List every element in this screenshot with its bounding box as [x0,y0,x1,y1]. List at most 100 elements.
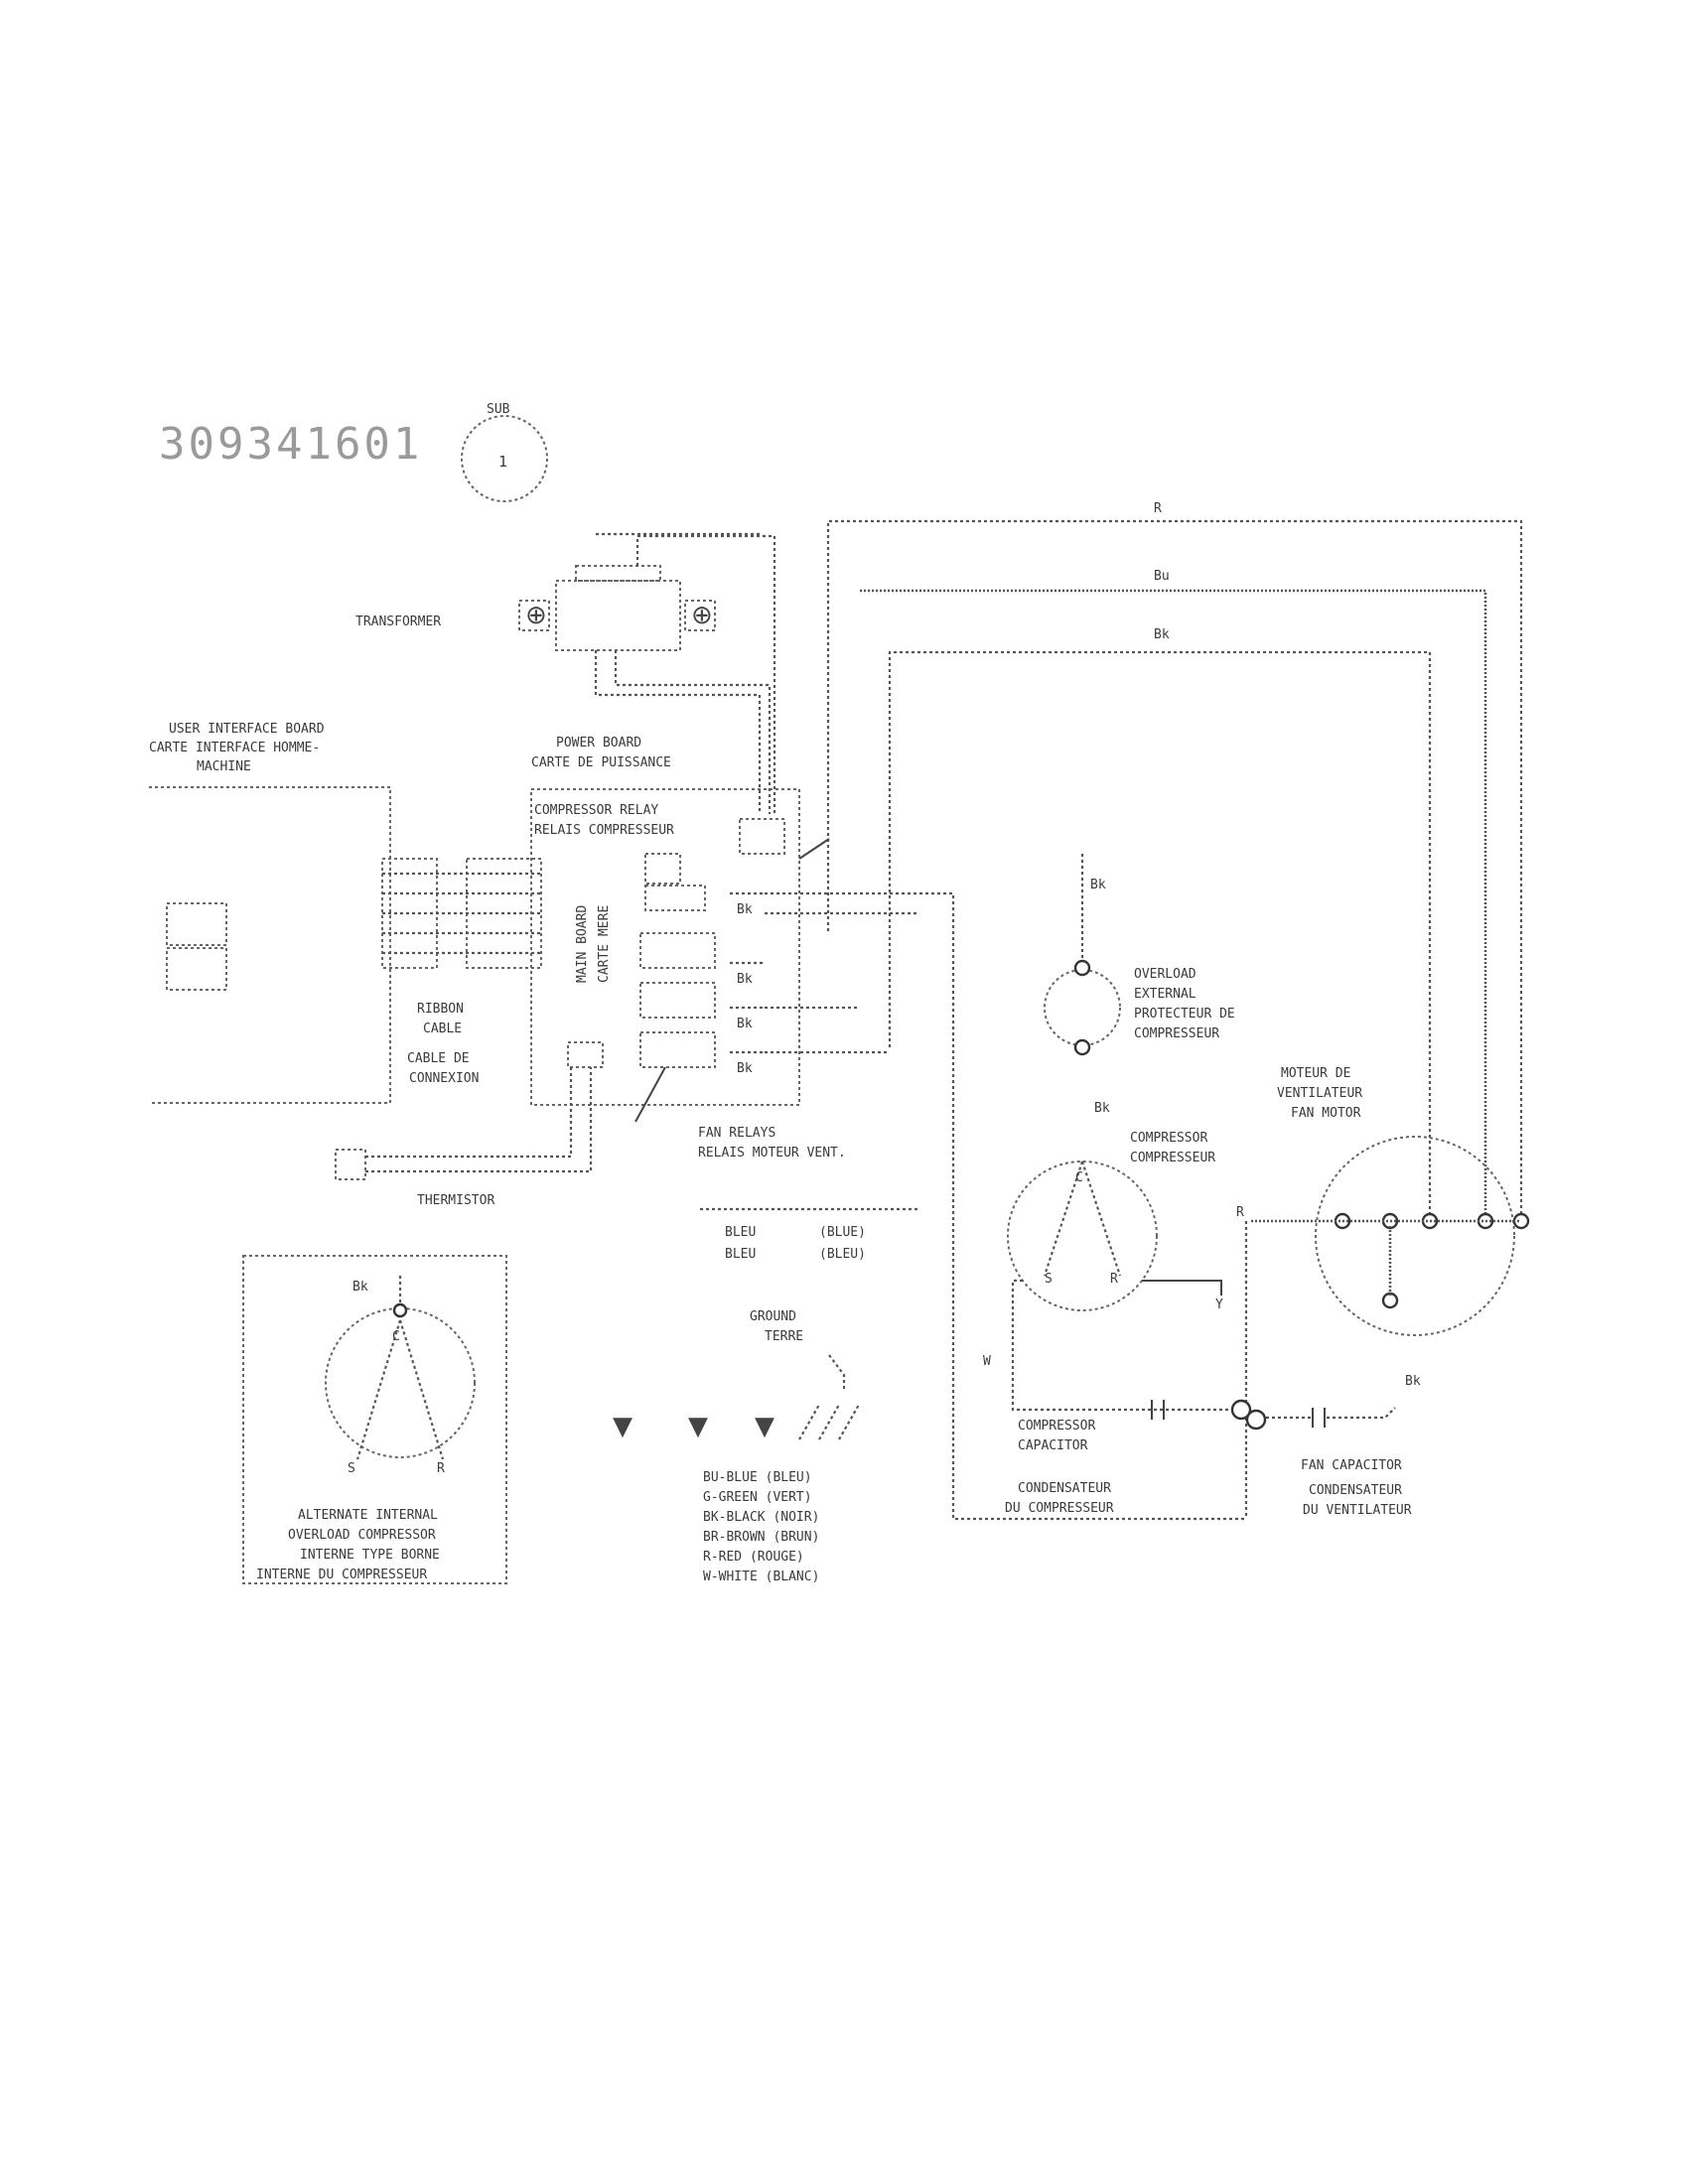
legend-entry-5: R-RED (ROUGE) [703,1550,804,1565]
wire-label-r: R [1154,501,1162,516]
legend-leader-1 [828,1354,846,1390]
main-board-label-1: MAIN BOARD [575,905,590,983]
transformer-left-terminal [518,600,550,631]
wire-black [888,650,1432,1216]
fan-cap-label-1: FAN CAPACITOR [1301,1458,1402,1473]
wire-label-bu: Bu [1154,569,1170,584]
comp-cap-label-1: COMPRESSOR [1018,1419,1095,1433]
wire-compressor-s [1011,1279,1241,1412]
fan-motor-body [1315,1136,1515,1336]
overload-body [1044,969,1121,1046]
alt-winding-1 [355,1319,402,1460]
ground-screw-2-icon: ▼ [688,1412,708,1441]
wire-label-bk: Bk [1154,627,1170,642]
legend-leader-2 [798,1404,820,1440]
alt-terminal-c [392,1302,408,1318]
compressor-label-1: COMPRESSOR [1130,1131,1207,1146]
thermistor-wire-2 [365,1067,593,1173]
alt-label-1: ALTERNATE INTERNAL [298,1508,438,1523]
legend-entry-4: BR-BROWN (BRUN) [703,1530,819,1545]
transformer-top [575,565,661,582]
ground-screw-3-icon: ▼ [755,1412,774,1441]
wire-label-y: Y [1215,1297,1223,1312]
ground-symbol-left-icon: ⊕ [525,601,547,630]
relay-block-4 [639,982,716,1019]
fan-terminal-5 [1512,1212,1530,1230]
fan-motor-label-2: VENTILATEUR [1277,1086,1362,1101]
wire-fan-relay-out [765,891,1246,1521]
overload-terminal-top [1073,959,1091,977]
condensateur-comp-label-1: CONDENSATEUR [1018,1481,1111,1496]
compressor-wire-label: Bk [1094,1101,1110,1116]
compressor-body [1007,1160,1158,1311]
alt-terminal-s: S [348,1461,355,1476]
wire-transformer-3 [635,534,776,814]
ribbon-label-2: CABLE [423,1022,462,1036]
ui-title-line-3: MACHINE [197,759,251,774]
ui-title-line-1: USER INTERFACE BOARD [169,722,325,737]
overload-terminal-bottom [1073,1038,1091,1056]
alt-label-3: INTERNE TYPE BORNE [300,1548,440,1563]
legend-leader-4 [838,1404,860,1440]
wire-red [826,519,1523,1216]
overload-label-2: EXTERNAL [1134,987,1196,1002]
comp-cap-label-2: CAPACITOR [1018,1438,1088,1453]
pb-label-bk4: Bk [737,1061,753,1076]
fan-cap-wire-2 [1327,1407,1396,1420]
wire-label-r2: R [1236,1205,1244,1220]
sub-callout-number: 1 [498,453,507,471]
thermistor-wire-1 [365,1067,573,1159]
user-interface-board [149,786,391,1104]
part-number: 309341601 [159,419,422,470]
ribbon-label-4: CONNEXION [409,1071,479,1086]
wire-blue [860,589,1487,1216]
legend-entry-2: G-GREEN (VERT) [703,1490,812,1505]
fan-relays-label-2: RELAIS MOTEUR VENT. [698,1146,846,1160]
compressor-relay [739,818,785,855]
alt-winding-2 [398,1319,445,1460]
fan-motor-label-3: FAN MOTOR [1291,1106,1361,1121]
overload-label-3: PROTECTEUR DE [1134,1007,1235,1022]
sub-callout-circle [461,415,548,502]
alt-label-4: INTERNE DU COMPRESSEUR [256,1568,427,1582]
overload-wire-label: Bk [1090,878,1106,892]
ground-heading-1: GROUND [750,1309,796,1324]
legend-leader-3 [818,1404,840,1440]
wire-transformer-1 [594,650,762,814]
ground-heading-2: TERRE [765,1329,803,1344]
relay-block-3 [639,932,716,969]
legend-entry-3: BK-BLACK (NOIR) [703,1510,819,1525]
legend-heading-4: (BLEU) [819,1247,866,1262]
display-digit-1 [166,902,227,946]
wire-transformer-2 [614,650,772,814]
compressor-label-2: COMPRESSEUR [1130,1151,1215,1165]
transformer-right-terminal [684,600,716,631]
compressor-relay-label-1: COMPRESSOR RELAY [534,803,658,818]
fan-cap-label-3: DU VENTILATEUR [1303,1503,1412,1518]
fan-relays-label-1: FAN RELAYS [698,1126,775,1141]
thermistor-body [335,1149,366,1180]
ribbon-label-3: CABLE DE [407,1051,470,1066]
legend-entry-6: W-WHITE (BLANC) [703,1570,819,1584]
ribbon-label-1: RIBBON [417,1002,464,1017]
pb-label-bk2: Bk [737,972,753,987]
transformer-box [555,580,681,651]
pb-label-bk: Bk [737,902,753,917]
wire-compressor-r [1142,1280,1222,1296]
legend-entry-1: BU-BLUE (BLEU) [703,1470,812,1485]
legend-heading-1: BLEU [725,1225,756,1240]
transformer-label: TRANSFORMER [355,614,441,629]
fan-motor-label-1: MOTEUR DE [1281,1066,1350,1081]
fan-cap-label-2: CONDENSATEUR [1309,1483,1402,1498]
alt-label-bk: Bk [352,1280,368,1295]
ground-symbol-right-icon: ⊕ [691,601,713,630]
switch-contact [798,838,830,860]
wire-label-w: W [983,1354,991,1369]
thermistor-connector [567,1041,604,1068]
compressor-terminal-r: R [1110,1272,1118,1287]
overload-label-1: OVERLOAD [1134,967,1196,982]
compressor-winding-1 [1043,1160,1084,1277]
fan-cap-wire-label: Bk [1405,1374,1421,1389]
fan-terminal-6 [1381,1292,1399,1309]
